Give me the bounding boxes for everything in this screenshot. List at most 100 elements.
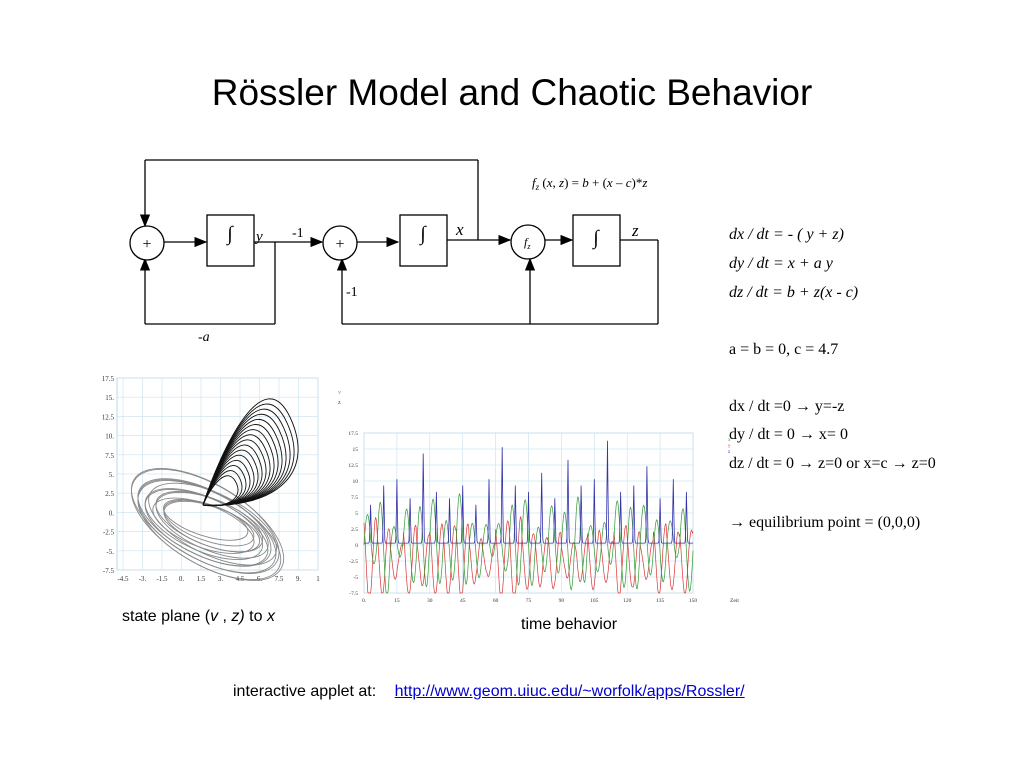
time-x-tick-label: 0.: [362, 598, 367, 604]
parameter-values: a = b = 0, c = 4.7: [729, 341, 839, 358]
applet-label: interactive applet at:: [233, 683, 377, 700]
sum-1-symbol: +: [142, 236, 151, 253]
equilibrium-dy: dy / dt = 0 → x= 0: [729, 426, 848, 443]
label-minus-a: -a: [198, 330, 210, 345]
phase-x-tick-label: -3.: [139, 575, 147, 583]
time-x-tick-label: 75: [526, 598, 532, 604]
phase-trajectory-black: [202, 434, 271, 506]
phase-x-tick-label: 1: [316, 575, 320, 583]
sum-junction-2: [322, 225, 358, 261]
time-y-tick-label: -7.5: [349, 591, 358, 597]
time-plot: 17.5 15 12.5 10 7.5 5 2.5 0 -2.5 -5 -7.5 0. 15 30 45 60…: [348, 431, 739, 604]
integral-symbol-1: ∫: [225, 223, 234, 246]
phase-trajectory-black: [202, 455, 255, 507]
time-series-z: [364, 440, 693, 544]
time-legend-z: z: [728, 450, 731, 455]
time-series-x: [363, 492, 694, 594]
applet-line: interactive applet at: http://www.geom.u…: [233, 683, 745, 701]
time-x-tick-label: 120: [623, 598, 632, 604]
time-y-tick-label: -2.5: [349, 559, 358, 565]
time-x-tick-label: 30: [427, 598, 433, 604]
time-x-tick-label: 15: [394, 598, 400, 604]
phase-legend-z: z: [338, 400, 341, 406]
fz-block: [510, 224, 546, 260]
sum-junction-1: [129, 225, 165, 261]
phase-y-tick-label: -2.5: [103, 529, 115, 537]
phase-y-tick-label: 7.5: [105, 452, 114, 460]
integrator-1: [206, 214, 255, 267]
time-x-tick-label: 45: [460, 598, 466, 604]
phase-trajectory-black: [202, 444, 263, 506]
label-x: x: [455, 220, 464, 239]
time-x-unit: Zeit: [730, 598, 739, 604]
phase-y-tick-label: 15.: [105, 394, 114, 402]
time-y-tick-label: 17.5: [348, 431, 358, 437]
equation-system: dx / dt = - ( y + z) dy / dt = x + a y d…: [729, 226, 1019, 546]
integral-symbol-2: ∫: [418, 223, 427, 246]
label-minus1-top: -1: [292, 226, 304, 241]
integrator-3: [572, 214, 621, 267]
time-y-tick-label: 7.5: [351, 495, 358, 501]
equilibrium-dx: dx / dt =0 → y=-z: [729, 398, 845, 415]
label-y: y: [254, 229, 263, 245]
fz-formula: fz (x, z) = b + (x – c)*z: [532, 175, 647, 192]
integrator-2: [399, 214, 448, 267]
equilibrium-dz: dz / dt = 0 → z=0 or x=c → z=0: [729, 455, 936, 472]
equation-dy: dy / dt = x + a y: [729, 255, 833, 272]
phase-y-tick-label: 5.: [109, 471, 115, 479]
phase-y-tick-label: 10.: [105, 433, 114, 441]
fz-symbol: fz: [524, 235, 531, 251]
phase-y-tick-label: 17.5: [102, 375, 115, 383]
phase-trajectory-black: [202, 470, 243, 507]
equation-dx: dx / dt = - ( y + z): [729, 226, 844, 243]
equilibrium-result: → equilibrium point = (0,0,0): [729, 514, 921, 531]
phase-trajectory-black: [202, 424, 279, 506]
phase-trajectory-black: [202, 413, 287, 506]
time-legend-x: x: [728, 438, 731, 443]
time-y-tick-label: 0: [355, 543, 358, 549]
phase-trajectory-black: [202, 449, 259, 506]
phase-y-tick-label: 0.: [109, 509, 115, 517]
phase-y-tick-label: 12.5: [102, 413, 115, 421]
slide-title: Rössler Model and Chaotic Behavior: [211, 72, 813, 113]
equation-dz: dz / dt = b + z(x - c): [729, 284, 859, 301]
applet-link[interactable]: http://www.geom.uiuc.edu/~worfolk/apps/R…: [394, 683, 745, 700]
phase-plot: 17.515.12.510.7.55.2.50.-2.5-5.-7.5-4.5-…: [102, 375, 341, 583]
time-y-tick-label: -5: [353, 575, 358, 581]
phase-x-tick-label: -4.5: [117, 575, 129, 583]
phase-trajectory-black: [202, 419, 283, 506]
integral-symbol-3: ∫: [591, 227, 600, 250]
phase-legend-v: v: [338, 390, 341, 396]
phase-x-tick-label: 0.: [179, 575, 185, 583]
time-y-tick-label: 12.5: [348, 463, 358, 469]
phase-trajectory-black: [202, 429, 275, 506]
time-plot-caption: time behavior: [521, 616, 618, 633]
phase-y-tick-label: -5.: [106, 548, 114, 556]
block-diagram: + + fz ∫ ∫ ∫ y x z -1 -1 -a fz (x, z) = …: [129, 159, 659, 345]
time-series-y: [363, 515, 694, 594]
label-z: z: [631, 221, 639, 240]
phase-trajectory-grey: [130, 468, 285, 581]
time-y-tick-label: 10: [353, 479, 359, 485]
time-y-tick-label: 15: [353, 447, 359, 453]
time-x-tick-label: 105: [590, 598, 599, 604]
phase-plot-caption: state plane (v , z) to x: [122, 608, 275, 625]
phase-y-tick-label: -7.5: [103, 567, 115, 575]
time-x-tick-label: 135: [656, 598, 665, 604]
phase-trajectory-black: [202, 439, 267, 506]
phase-trajectory-black: [202, 398, 299, 506]
time-y-tick-label: 2.5: [351, 527, 358, 533]
time-x-tick-label: 150: [689, 598, 698, 604]
phase-x-tick-label: 1.5: [197, 575, 206, 583]
phase-x-tick-label: -1.5: [156, 575, 168, 583]
time-x-tick-label: 60: [493, 598, 499, 604]
phase-x-tick-label: 9.: [296, 575, 302, 583]
sum-2-symbol: +: [335, 236, 344, 253]
phase-trajectory-grey: [148, 482, 277, 566]
time-legend-y: y: [728, 444, 731, 449]
time-y-tick-label: 5: [355, 511, 358, 517]
phase-trajectory-grey: [155, 492, 269, 559]
time-x-tick-label: 90: [559, 598, 565, 604]
phase-trajectory-black: [202, 408, 291, 506]
phase-x-tick-label: 7.5: [275, 575, 284, 583]
